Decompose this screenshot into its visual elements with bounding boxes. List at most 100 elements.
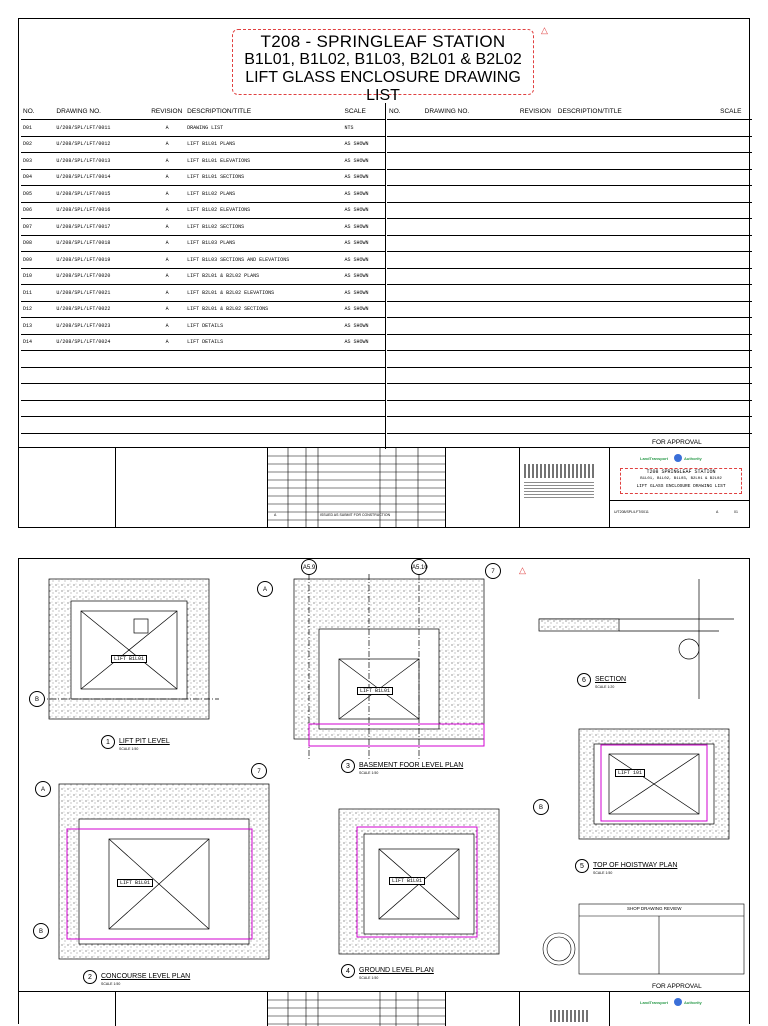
tb-col-4 — [519, 448, 609, 528]
cell-empty — [555, 152, 719, 170]
cell-empty — [555, 284, 719, 302]
col-scale-right: SCALE — [718, 103, 752, 120]
cell-revision: A — [149, 317, 186, 335]
cell-empty — [555, 218, 719, 236]
tb-col-5: FOR APPROVAL LandTransport Authority T20… — [609, 439, 749, 528]
cell-empty — [422, 334, 518, 351]
cell-scale — [342, 383, 386, 401]
plan-number-6: 6 — [577, 673, 591, 687]
sheet-rev: A — [716, 510, 719, 514]
cell-drawing-no — [54, 367, 150, 384]
cell-scale: AS SHOWN — [342, 251, 386, 269]
table-row-empty — [387, 416, 752, 434]
table-row-empty — [387, 383, 752, 401]
tb2-col-5: FOR APPROVAL LandTransport Authority — [609, 983, 749, 1026]
plan-title-6: SECTION — [595, 676, 627, 683]
cell-empty — [718, 383, 752, 401]
cell-drawing-no: U/208/SPL/LFT/0014 — [54, 169, 150, 186]
cell-description — [185, 400, 343, 417]
cell-empty — [387, 334, 423, 351]
plan-title-4: GROUND LEVEL PLAN — [359, 967, 434, 974]
cell-empty — [718, 119, 752, 137]
cell-empty — [555, 334, 719, 351]
table-row-empty — [387, 350, 752, 368]
cell-no: D13 — [21, 317, 55, 335]
cell-empty — [718, 284, 752, 302]
cell-description: LIFT B1L01 ELEVATIONS — [185, 152, 343, 170]
lta-logo-icon-2 — [674, 998, 682, 1006]
cell-empty — [517, 416, 556, 434]
table-row-empty — [387, 152, 752, 170]
table-row — [21, 350, 386, 368]
cell-drawing-no: U/208/SPL/LFT/0017 — [54, 218, 150, 236]
cell-scale: AS SHOWN — [342, 185, 386, 203]
cell-empty — [517, 284, 556, 302]
plan-number-4: 4 — [341, 964, 355, 978]
title-block-2: FOR APPROVAL LandTransport Authority — [19, 983, 749, 1026]
cell-empty — [387, 169, 423, 186]
col-description: DESCRIPTION/TITLE — [185, 103, 343, 120]
table-row-empty — [387, 284, 752, 302]
table-row — [21, 383, 386, 401]
col-revision-right: REVISION — [517, 103, 556, 120]
cell-scale — [342, 367, 386, 384]
cell-empty — [718, 400, 752, 417]
shop-drawing-review-label: SHOP DRAWING REVIEW — [627, 906, 682, 911]
table-row-empty — [387, 218, 752, 236]
sheet-number: U/T208/SPL/LFT/0011 — [614, 510, 649, 514]
cell-revision: A — [149, 334, 186, 351]
revision-letter: A — [274, 513, 277, 517]
cell-no: D04 — [21, 169, 55, 186]
lift-pit-label: LIFT B1L01 — [111, 655, 148, 663]
cell-empty — [387, 251, 423, 269]
cell-description: LIFT B1L02 ELEVATIONS — [185, 202, 343, 219]
cell-empty — [422, 400, 518, 417]
cell-empty — [718, 185, 752, 203]
cell-empty — [387, 367, 423, 384]
for-approval-label: FOR APPROVAL — [652, 439, 702, 446]
cell-empty — [517, 152, 556, 170]
sheet-title-box: T208 - SPRINGLEAF STATION B1L01, B1L02, … — [232, 29, 534, 104]
cell-drawing-no: U/208/SPL/LFT/0015 — [54, 185, 150, 203]
contractor-block — [524, 482, 594, 498]
cell-empty — [718, 202, 752, 219]
cell-empty — [422, 169, 518, 186]
cell-empty — [517, 218, 556, 236]
cell-empty — [517, 400, 556, 417]
cell-drawing-no — [54, 400, 150, 417]
table-row-empty — [387, 136, 752, 153]
table-row-empty — [387, 367, 752, 384]
cell-empty — [387, 350, 423, 368]
cell-empty — [422, 202, 518, 219]
cell-no — [21, 400, 55, 417]
table-row-empty — [387, 301, 752, 318]
plan-scale-4: SCALE 1:50 — [359, 976, 379, 980]
cell-empty — [387, 119, 423, 137]
cell-scale: AS SHOWN — [342, 235, 386, 252]
cell-empty — [718, 334, 752, 351]
cell-revision: A — [149, 218, 186, 236]
cell-empty — [517, 334, 556, 351]
cell-revision: A — [149, 169, 186, 186]
cell-empty — [422, 367, 518, 384]
cell-empty — [422, 416, 518, 434]
cell-empty — [387, 317, 423, 335]
table-row-empty — [387, 119, 752, 137]
revision-description: ISSUED AS SUBMIT FOR CONSTRUCTION — [320, 513, 391, 517]
table-row-empty — [387, 334, 752, 351]
company-logo-block — [524, 464, 594, 478]
cell-empty — [387, 383, 423, 401]
cell-empty — [555, 185, 719, 203]
title-block: A ISSUED AS SUBMIT FOR CONSTRUCTION FOR … — [19, 439, 749, 528]
cell-revision: A — [149, 284, 186, 302]
cell-empty — [718, 169, 752, 186]
cell-empty — [422, 284, 518, 302]
basement-lift-label: LIFT B1L01 — [357, 687, 394, 695]
cell-drawing-no — [54, 383, 150, 401]
lift-plans-sheet: △ — [18, 558, 750, 1026]
grid-bubble-a5-10: A5.10 — [411, 559, 428, 575]
cell-no: D08 — [21, 235, 55, 252]
cell-empty — [517, 350, 556, 368]
